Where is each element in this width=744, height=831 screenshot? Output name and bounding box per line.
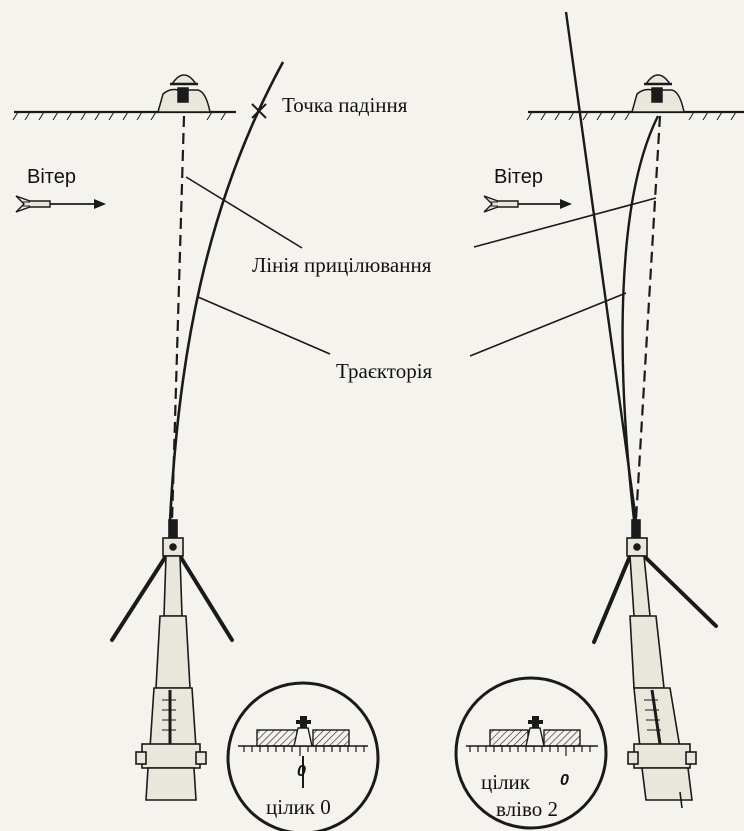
rifle-right <box>627 520 696 808</box>
sight-left-caption: цілик 0 <box>266 797 331 818</box>
line-of-sight-right <box>636 116 660 520</box>
target-soldier-right <box>632 75 684 112</box>
wind-arrow-left <box>16 196 106 212</box>
target-soldier-left <box>158 75 210 112</box>
impact-point-mark <box>252 104 266 118</box>
trajectory-left <box>170 62 283 522</box>
sight-right-caption-line1: цілик <box>481 772 530 793</box>
wind-arrow-right <box>484 196 572 212</box>
leader-sight-left <box>186 177 302 248</box>
sight-zero-left-scale: 0 <box>297 764 306 780</box>
sight-right-caption-line2: вліво 2 <box>496 799 558 820</box>
leader-trajectory-left <box>198 297 330 354</box>
right-panel <box>456 12 744 828</box>
ground-right <box>527 112 744 120</box>
rifle-left <box>136 520 206 800</box>
wind-label-right: Вітер <box>494 167 543 187</box>
impact-point-label: Точка падіння <box>282 95 407 116</box>
wind-label-left: Вітер <box>27 167 76 187</box>
ground-left <box>13 112 236 120</box>
leader-trajectory-right <box>470 293 626 356</box>
trajectory-label: Траєкторія <box>336 361 432 382</box>
line-of-sight-label: Лінія прицілювання <box>252 255 431 276</box>
sight-zero-right-scale: 0 <box>560 773 569 789</box>
